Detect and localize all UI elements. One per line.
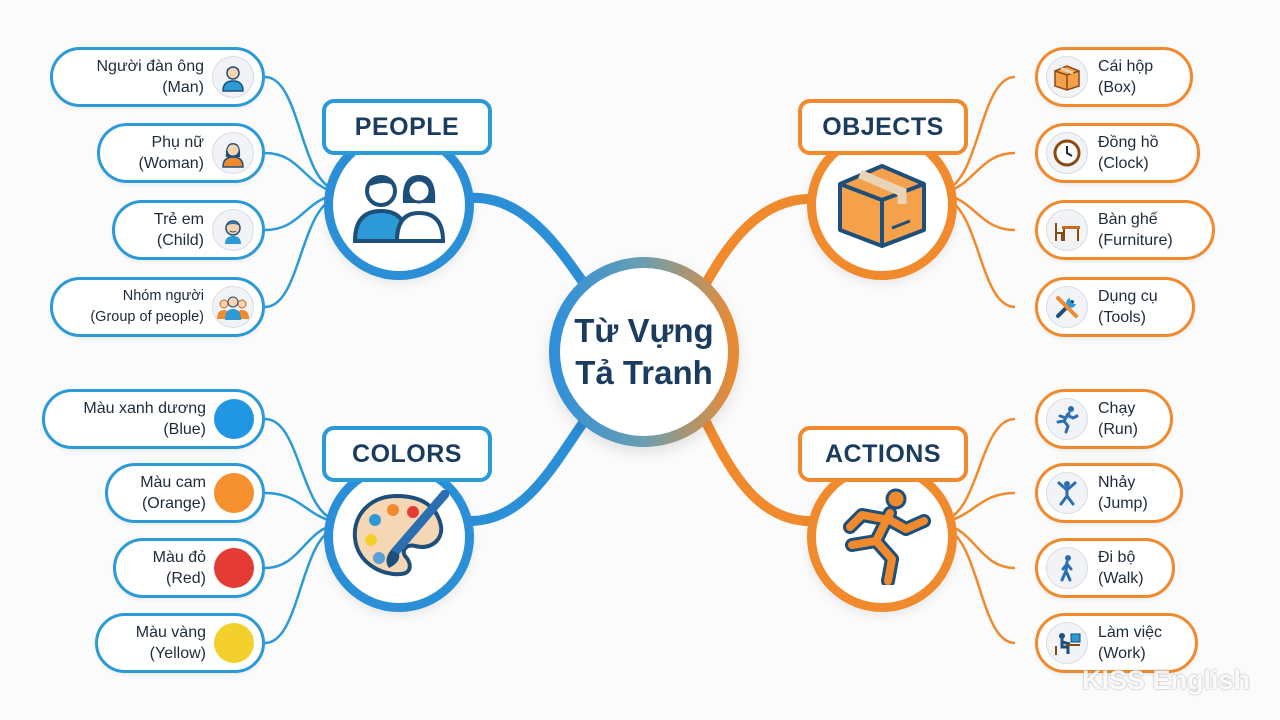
item-label-en: (Woman) <box>138 155 205 172</box>
people-item-group[interactable]: Nhóm người (Group of people) <box>50 277 265 337</box>
item-label-en: (Orange) <box>141 495 206 512</box>
item-label-en: (Run) <box>1098 421 1139 438</box>
item-label-vi: Màu vàng <box>135 624 206 641</box>
colors-item-red[interactable]: Màu đỏ (Red) <box>113 538 265 598</box>
watermark: KISS English <box>1081 665 1250 695</box>
actions-label[interactable]: ACTIONS <box>798 426 968 482</box>
blue-swatch <box>214 399 254 439</box>
people-item-man[interactable]: Người đàn ông (Man) <box>50 47 265 107</box>
item-label-en: (Child) <box>156 232 204 249</box>
yellow-swatch <box>214 623 254 663</box>
objects-label[interactable]: OBJECTS <box>798 99 968 155</box>
item-label-vi: Trẻ em <box>153 211 204 228</box>
center-title-line2: Tả Tranh <box>575 354 713 391</box>
item-label-vi: Màu đỏ <box>152 549 206 566</box>
work-icon <box>1046 622 1088 664</box>
clock-icon <box>1046 132 1088 174</box>
item-label-vi: Đồng hồ <box>1098 134 1159 151</box>
palette-icon <box>349 489 450 585</box>
people-item-woman[interactable]: Phụ nữ (Woman) <box>97 123 265 183</box>
people-label[interactable]: PEOPLE <box>322 99 492 155</box>
actions-hub[interactable] <box>807 462 957 612</box>
objects-item-tools[interactable]: Dụng cụ (Tools) <box>1035 277 1195 337</box>
item-label-vi: Đi bộ <box>1098 549 1136 566</box>
colors-hub[interactable] <box>324 462 474 612</box>
box-icon <box>834 158 930 253</box>
man-icon <box>212 56 254 98</box>
item-label-vi: Màu xanh dương <box>83 400 206 417</box>
colors-item-yellow[interactable]: Màu vàng (Yellow) <box>95 613 265 673</box>
item-label-en: (Man) <box>162 79 204 96</box>
colors-item-orange[interactable]: Màu cam (Orange) <box>105 463 265 523</box>
center-topic[interactable]: Từ Vựng Tả Tranh <box>549 257 739 447</box>
run-icon <box>1046 398 1088 440</box>
item-label-vi: Người đàn ông <box>96 58 205 75</box>
objects-item-furniture[interactable]: Bàn ghế (Furniture) <box>1035 200 1215 260</box>
item-label-vi: Phụ nữ <box>151 134 204 151</box>
people-item-child[interactable]: Trẻ em (Child) <box>112 200 265 260</box>
item-label-vi: Làm việc <box>1098 624 1163 641</box>
item-label-vi: Bàn ghế <box>1098 211 1158 228</box>
item-label-en: (Work) <box>1098 645 1146 662</box>
colors-label[interactable]: COLORS <box>322 426 492 482</box>
jump-icon <box>1046 472 1088 514</box>
item-label-vi: Dụng cụ <box>1098 288 1158 305</box>
orange-swatch <box>214 473 254 513</box>
actions-item-walk[interactable]: Đi bộ (Walk) <box>1035 538 1175 598</box>
actions-item-run[interactable]: Chạy (Run) <box>1035 389 1173 449</box>
item-label-en: (Blue) <box>163 421 206 438</box>
item-label-en: (Jump) <box>1098 495 1148 512</box>
item-label-vi: Nhảy <box>1098 474 1136 491</box>
center-title-line1: Từ Vựng <box>574 312 714 349</box>
item-label-en: (Group of people) <box>90 309 204 325</box>
actions-item-work[interactable]: Làm việc (Work) <box>1035 613 1198 673</box>
child-icon <box>212 209 254 251</box>
people-icon <box>347 163 451 248</box>
objects-item-box[interactable]: Cái hộp (Box) <box>1035 47 1193 107</box>
item-label-vi: Màu cam <box>140 474 206 491</box>
item-label-en: (Furniture) <box>1098 232 1173 249</box>
item-label-vi: Cái hộp <box>1098 58 1154 75</box>
item-label-en: (Walk) <box>1098 570 1144 587</box>
tools-icon <box>1046 286 1088 328</box>
furniture-icon <box>1046 209 1088 251</box>
walk-icon <box>1046 547 1088 589</box>
red-swatch <box>214 548 254 588</box>
running-person-icon <box>832 485 932 590</box>
item-label-en: (Tools) <box>1098 309 1147 326</box>
actions-item-jump[interactable]: Nhảy (Jump) <box>1035 463 1183 523</box>
objects-item-clock[interactable]: Đồng hồ (Clock) <box>1035 123 1200 183</box>
item-label-vi: Nhóm người <box>122 288 204 304</box>
box-icon <box>1046 56 1088 98</box>
item-label-en: (Red) <box>165 570 206 587</box>
item-label-vi: Chạy <box>1098 400 1136 417</box>
woman-icon <box>212 132 254 174</box>
colors-item-blue[interactable]: Màu xanh dương (Blue) <box>42 389 265 449</box>
item-label-en: (Box) <box>1098 79 1137 96</box>
item-label-en: (Yellow) <box>149 645 206 662</box>
item-label-en: (Clock) <box>1098 155 1149 172</box>
group-icon <box>212 286 254 328</box>
